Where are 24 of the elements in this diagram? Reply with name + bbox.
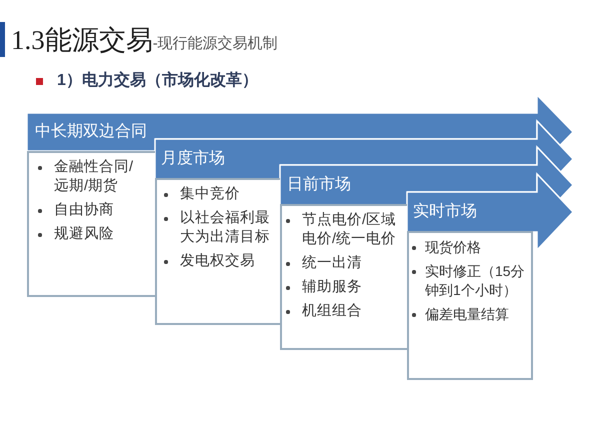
band-title: 实时市场 [413,202,477,222]
bullet-item: 节点电价/区域电价/统一电价 [285,211,400,249]
section-heading: 1）电力交易（市场化改革） [57,71,258,91]
content-box [155,178,282,325]
bullet-item: 现货价格 [411,238,531,257]
bullet-item: 金融性合同/远期/期货 [37,158,138,196]
bullet-item: 集中竞价 [163,185,274,204]
bullet-item: 辅助服务 [285,278,400,297]
bullet-item: 偏差电量结算 [411,305,531,324]
band-title: 中长期双边合同 [35,122,147,142]
bullet-item: 自由协商 [37,201,138,220]
bullet-item: 规避风险 [37,225,138,244]
content-box [27,151,157,297]
band-title: 月度市场 [161,149,225,169]
subtitle: -现行能源交易机制 [152,34,278,54]
bullet-item: 发电权交易 [163,252,274,271]
bullet-item: 以社会福利最大为出清目标 [163,209,274,247]
slide-title: 1.3能源交易 [11,25,153,56]
bullet-item: 机组组合 [285,302,400,321]
content-box [407,231,533,380]
band-title: 日前市场 [287,175,351,195]
bullet-item: 实时修正（15分钟到1个小时） [411,262,531,300]
bullet-item: 统一出清 [285,254,400,273]
content-box [280,204,409,350]
